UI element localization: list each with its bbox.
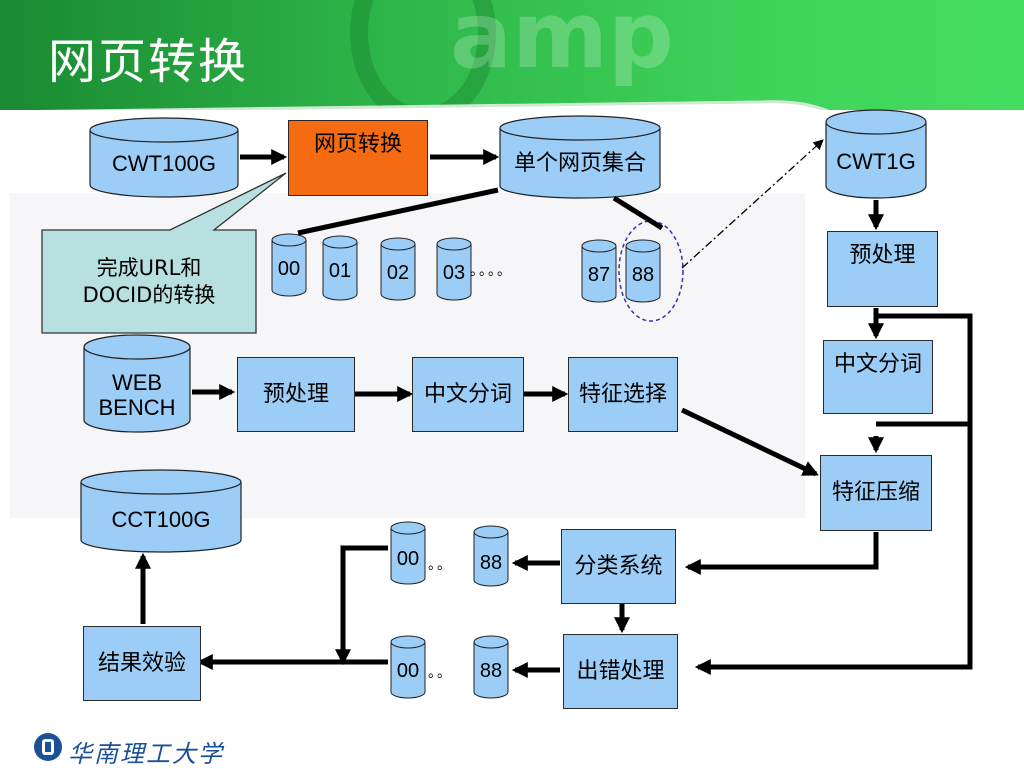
shard-88-label: 88 (631, 263, 655, 286)
rc-feature-compress-label: 特征压缩 (831, 480, 920, 506)
page-title: 网页转换 (48, 34, 249, 90)
wb-segment-box: 中文分词 (412, 357, 524, 432)
shard-03-label: 03 (442, 261, 466, 284)
error-output-ellipsis: 。。 (428, 665, 453, 681)
error-handler-box: 出错处理 (563, 634, 678, 709)
cwt100g-label: CWT100G (112, 151, 216, 177)
wb-segment-label: 中文分词 (423, 381, 512, 407)
rc-preprocess-box: 预处理 (827, 231, 938, 307)
error-handler-label: 出错处理 (576, 658, 665, 684)
class-output-ellipsis: 。。 (428, 557, 453, 573)
shard-02-label: 02 (386, 261, 410, 284)
convert-box-label: 网页转换 (313, 132, 402, 157)
classifier-label: 分类系统 (574, 553, 663, 579)
university-logo-icon (34, 733, 62, 761)
dashdot-connector (681, 139, 824, 269)
verify-box: 结果效验 (83, 626, 201, 701)
callout-text: 完成URL和 DOCID的转换 (44, 232, 254, 332)
shard-01-label: 01 (328, 259, 352, 282)
web-bench-label: WEB BENCH (84, 365, 190, 425)
cylinder-cct100g (80, 469, 242, 553)
header-wave-decoration (37, 100, 831, 110)
error-output-to-label: 88 (479, 659, 503, 682)
collection-label: 单个网页集合 (513, 151, 646, 177)
class-output-to-label: 88 (479, 551, 503, 574)
callout-shape (41, 172, 287, 334)
convert-box: 网页转换 (288, 120, 428, 196)
rc-segment-box: 中文分词 (823, 340, 933, 414)
cylinder-cwt100g (89, 117, 239, 198)
rc-feature-compress-box: 特征压缩 (820, 455, 932, 531)
wb-preprocess-box: 预处理 (237, 357, 355, 432)
callout-line-1: 完成URL和 (96, 255, 202, 280)
cwt1g-label: CWT1G (836, 149, 916, 175)
wb-preprocess-label: 预处理 (262, 381, 329, 407)
university-name: 华南理工大学 (68, 740, 224, 768)
callout-line-2: DOCID的转换 (82, 283, 216, 307)
verify-label: 结果效验 (97, 650, 186, 676)
web-bench-line1: WEB (111, 369, 163, 395)
cylinder-cwt1g (825, 109, 927, 199)
shard-ellipsis: 。。。。 (470, 263, 513, 279)
cylinder-collection (499, 115, 661, 199)
highlight-ellipse (618, 220, 684, 322)
rc-preprocess-label: 预处理 (849, 243, 916, 268)
class-output-from-label: 00 (396, 547, 420, 570)
flow-arrows (134, 148, 973, 679)
header-watermark: amp (450, 0, 674, 89)
error-output-from-label: 00 (396, 659, 420, 682)
shard-cylinders (271, 233, 661, 303)
rc-segment-label: 中文分词 (833, 352, 922, 377)
slide-header: amp 网页转换 (0, 0, 1024, 110)
output-cylinders (390, 521, 509, 699)
shard-00-label: 00 (277, 257, 301, 280)
cylinder-web-bench (83, 334, 191, 433)
classifier-box: 分类系统 (561, 529, 676, 604)
wb-feature-select-label: 特征选择 (578, 381, 667, 407)
shard-87-label: 87 (587, 263, 611, 286)
wb-feature-select-box: 特征选择 (568, 357, 678, 432)
web-bench-line2: BENCH (98, 395, 176, 420)
cct100g-label: CCT100G (111, 507, 211, 533)
